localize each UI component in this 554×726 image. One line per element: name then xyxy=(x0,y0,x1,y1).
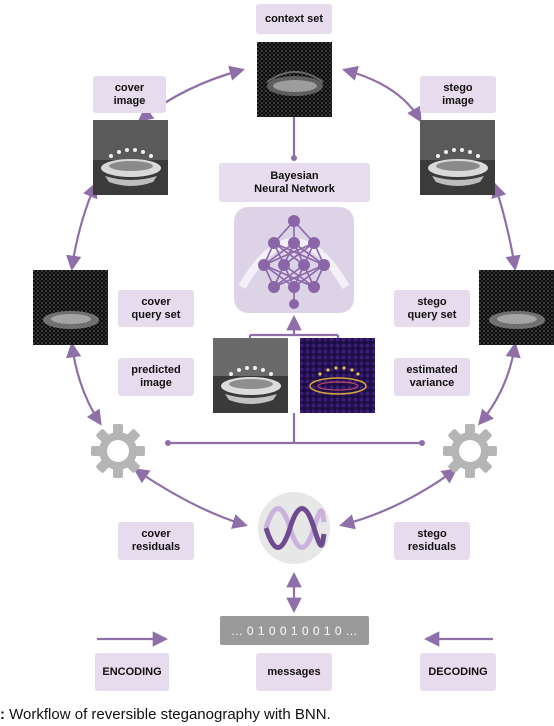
context-set-image xyxy=(257,42,332,117)
estimated-variance-label: estimated variance xyxy=(394,358,470,396)
sine-wave-icon xyxy=(258,492,330,564)
stego-query-set-image xyxy=(479,270,554,345)
neural-network-icon xyxy=(234,207,354,313)
stego-image xyxy=(420,120,495,195)
message-bits: ... 0 1 0 0 1 0 0 1 0 ... xyxy=(220,616,369,645)
encoding-label: ENCODING xyxy=(95,653,169,691)
cover-query-set-label: cover query set xyxy=(118,290,194,327)
gear-icon xyxy=(442,423,498,479)
stego-image-label: stego image xyxy=(420,76,496,113)
cover-query-set-image xyxy=(33,270,108,345)
messages-label: messages xyxy=(256,653,332,691)
bnn-label: Bayesian Neural Network xyxy=(219,163,370,202)
figure-caption: : Workflow of reversible steganography w… xyxy=(0,706,331,723)
cover-image xyxy=(93,120,168,195)
decoding-label: DECODING xyxy=(420,653,496,691)
stego-query-set-label: stego query set xyxy=(394,290,470,327)
cover-residuals-label: cover residuals xyxy=(118,522,194,560)
context-set-label: context set xyxy=(256,4,332,34)
gear-icon xyxy=(90,423,146,479)
stego-residuals-label: stego residuals xyxy=(394,522,470,560)
predicted-image xyxy=(213,338,288,413)
estimated-variance-image xyxy=(300,338,375,413)
cover-image-label: cover image xyxy=(93,76,166,113)
predicted-image-label: predicted image xyxy=(118,358,194,396)
